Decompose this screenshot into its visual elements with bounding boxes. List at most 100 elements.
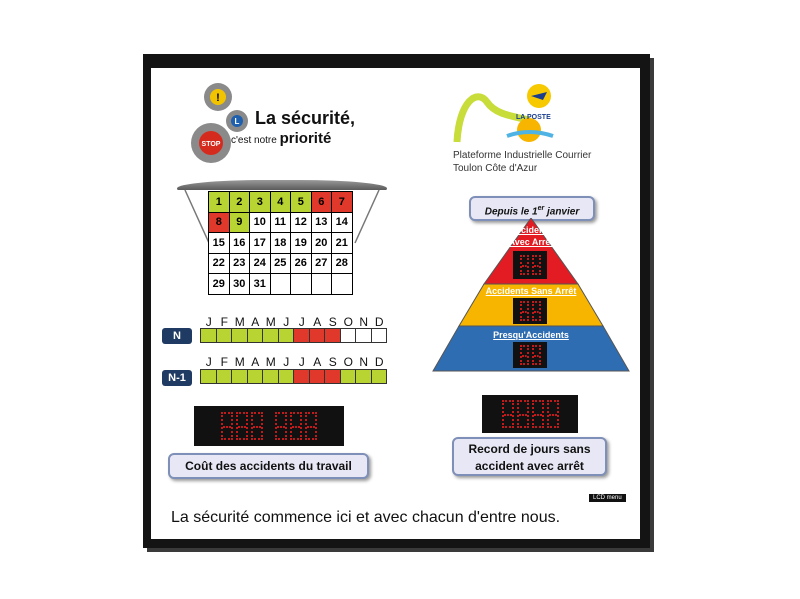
gear-warning-icon: ! [204, 83, 232, 111]
month-status-cell [201, 369, 217, 384]
month-letter: A [251, 355, 260, 369]
month-letter: D [374, 355, 384, 369]
calendar-day: 24 [250, 253, 271, 274]
calendar-day: 8 [209, 212, 230, 233]
month-letter: J [283, 315, 290, 329]
led-digit [501, 400, 514, 428]
month-letter: A [313, 315, 322, 329]
calendar-day: 6 [311, 192, 332, 213]
calendar-support-lines [184, 189, 380, 244]
record-label-line2: accident avec arrêt [475, 459, 584, 473]
month-status-cell [371, 328, 387, 343]
led-digit [531, 345, 541, 365]
calendar-day: 10 [250, 212, 271, 233]
footer-slogan: La sécurité commence ici et avec chacun … [171, 509, 561, 526]
month-status-cell [309, 328, 325, 343]
led-digit [236, 412, 248, 440]
led-digit [221, 412, 233, 440]
calendar-day [311, 274, 332, 295]
calendar-day: 9 [229, 212, 250, 233]
lcd-menu-badge: LCD menu [589, 494, 626, 502]
calendar-day: 17 [250, 233, 271, 254]
record-label: Record de jours sans accident avec arrêt [452, 437, 607, 476]
month-status-cell [216, 369, 232, 384]
month-status-bar-n1 [200, 369, 387, 384]
calendar-day: 21 [332, 233, 353, 254]
calendar-day: 27 [311, 253, 332, 274]
month-letter: F [220, 355, 228, 369]
month-status-cell [340, 369, 356, 384]
calendar-day: 20 [311, 233, 332, 254]
month-letter: J [298, 315, 305, 329]
gear-label: L [235, 117, 240, 126]
month-status-bar-n [200, 328, 387, 343]
gear-label: STOP [202, 141, 221, 148]
record-label-line1: Record de jours sans [468, 442, 591, 456]
led-digit [519, 345, 529, 365]
month-status-cell [356, 328, 372, 343]
led-digit [275, 412, 287, 440]
calendar-day: 11 [270, 212, 291, 233]
slogan-subtitle-prefix: c'est notre [231, 135, 277, 146]
calendar-day: 23 [229, 253, 250, 274]
gear-label: ! [216, 92, 220, 104]
month-letter: J [205, 315, 212, 329]
month-letter: M [234, 315, 245, 329]
month-letter: M [234, 355, 245, 369]
month-status-cell [201, 328, 217, 343]
year-badge-n1: N-1 [162, 370, 192, 386]
led-digit [531, 301, 541, 321]
pyramid-header-text: Depuis le 1 [484, 206, 538, 218]
calendar-day: 4 [270, 192, 291, 213]
record-led-display [482, 395, 578, 433]
month-letter: N [359, 355, 369, 369]
cost-led-display [194, 406, 344, 446]
month-status-cell [371, 369, 387, 384]
month-status-cell [356, 369, 372, 384]
month-status-cell [278, 369, 294, 384]
month-letter: S [328, 315, 337, 329]
month-status-cell [216, 328, 232, 343]
calendar-day: 30 [229, 274, 250, 295]
month-status-cell [247, 328, 263, 343]
calendar-day: 29 [209, 274, 230, 295]
month-status-cell [325, 328, 341, 343]
calendar-day: 16 [229, 233, 250, 254]
month-letter: O [343, 315, 353, 329]
month-letter: D [374, 315, 384, 329]
month-status-cell [278, 328, 294, 343]
month-letter: J [298, 355, 305, 369]
month-letter: A [313, 355, 322, 369]
month-status-cell [325, 369, 341, 384]
calendar-day: 3 [250, 192, 271, 213]
pyramid-label-without-stop: Accidents Sans Arrêt [485, 286, 577, 296]
month-letter: S [328, 355, 337, 369]
calendar-day: 14 [332, 212, 353, 233]
display-board-panel: ! L STOP La sécurité, c'est notre priori… [151, 68, 640, 539]
calendar-day: 5 [291, 192, 312, 213]
la-poste-brand: LA POSTE [516, 114, 551, 121]
calendar-roof [177, 180, 387, 190]
calendar-day: 1 [209, 192, 230, 213]
calendar-day: 7 [332, 192, 353, 213]
la-poste-logo-icon [453, 84, 554, 143]
gear-stop-icon: STOP [191, 123, 231, 163]
pyramid-label-with-stop-1: Accidents [509, 225, 553, 235]
month-status-cell [340, 328, 356, 343]
gears-illustration: ! L STOP [191, 83, 248, 163]
calendar-day: 26 [291, 253, 312, 274]
calendar-day: 19 [291, 233, 312, 254]
pyramid-header-sup: er [537, 205, 545, 212]
calendar-day: 18 [270, 233, 291, 254]
site-name-line1: Plateforme Industrielle Courrier [453, 150, 592, 161]
year-badge-n: N [162, 328, 192, 344]
calendar-day: 2 [229, 192, 250, 213]
led-digit [519, 301, 529, 321]
calendar-day: 25 [270, 253, 291, 274]
site-name-line2: Toulon Côte d'Azur [453, 163, 538, 174]
month-letter: J [205, 355, 212, 369]
led-digit [305, 412, 317, 440]
month-status-cell [263, 328, 279, 343]
